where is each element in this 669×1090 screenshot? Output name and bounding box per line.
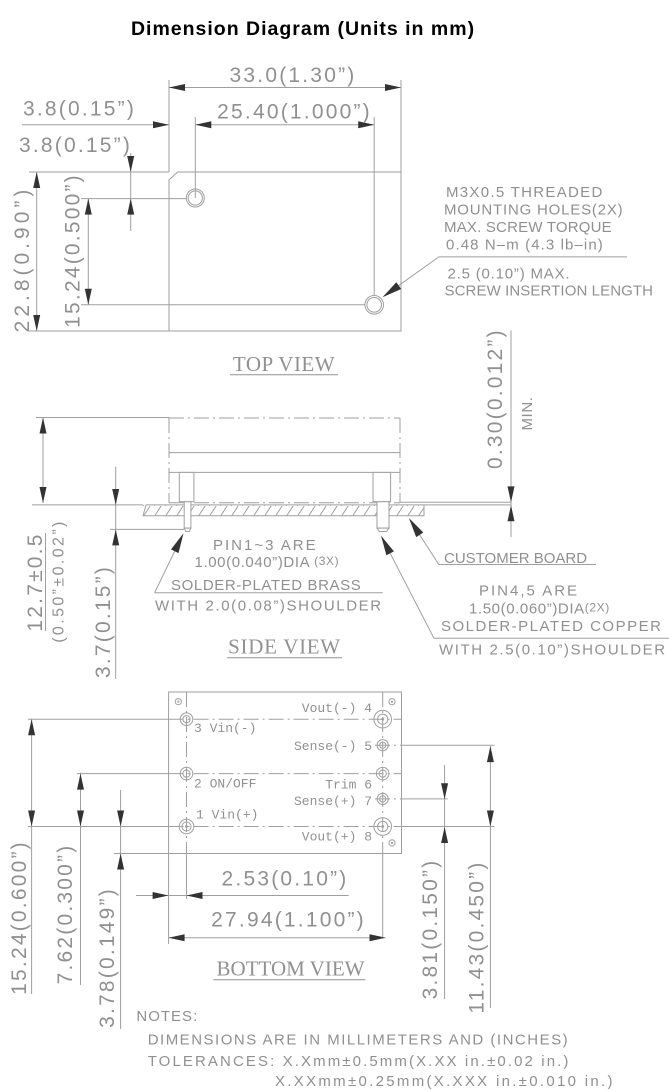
svg-text:(0.50”±0.02”): (0.50”±0.02”) <box>51 519 68 643</box>
svg-text:1.50(0.060”)DIA(2X): 1.50(0.060”)DIA(2X) <box>469 601 610 618</box>
svg-text:PIN4,5 ARE: PIN4,5 ARE <box>479 583 579 600</box>
svg-text:22.8(0.90”): 22.8(0.90”) <box>11 186 34 333</box>
svg-text:11.43(0.450”): 11.43(0.450”) <box>466 860 489 1013</box>
svg-text:MOUNTING HOLES(2X): MOUNTING HOLES(2X) <box>444 202 623 219</box>
svg-text:3.81(0.150”): 3.81(0.150”) <box>419 859 442 1000</box>
svg-text:2.53(0.10”): 2.53(0.10”) <box>222 868 349 891</box>
svg-text:0.30(0.012”): 0.30(0.012”) <box>484 328 507 469</box>
svg-text:SOLDER-PLATED BRASS: SOLDER-PLATED BRASS <box>171 577 361 594</box>
svg-text:25.40(1.000”): 25.40(1.000”) <box>217 101 372 124</box>
svg-text:Trim 6: Trim 6 <box>325 778 372 793</box>
svg-text:Vout(-) 4: Vout(-) 4 <box>302 701 372 716</box>
svg-text:SIDE VIEW: SIDE VIEW <box>228 635 341 659</box>
svg-text:27.94(1.100”): 27.94(1.100”) <box>211 909 366 932</box>
svg-text:Sense(-) 5: Sense(-) 5 <box>294 739 372 754</box>
svg-text:PIN1~3 ARE: PIN1~3 ARE <box>213 537 318 554</box>
svg-text:M3X0.5 THREADED: M3X0.5 THREADED <box>446 184 604 201</box>
svg-text:CUSTOMER BOARD: CUSTOMER BOARD <box>444 550 587 567</box>
svg-text:12.7±0.5: 12.7±0.5 <box>24 532 47 631</box>
svg-text:TOLERANCES: X.Xmm±0.5mm(X.XX: TOLERANCES: X.Xmm±0.5mm(X.XX in.±0.02 in… <box>148 1053 571 1070</box>
svg-text:3.78(0.149”): 3.78(0.149”) <box>96 887 119 1028</box>
svg-text:Vout(+) 8: Vout(+) 8 <box>302 830 372 845</box>
svg-text:Sense(+) 7: Sense(+) 7 <box>294 794 372 809</box>
svg-text:X.XXmm±0.25mm(X.XXX in.±0.010: X.XXmm±0.25mm(X.XXX in.±0.010 in.) <box>275 1073 615 1090</box>
svg-text:NOTES:: NOTES: <box>136 1008 198 1025</box>
svg-text:15.24(0.600”): 15.24(0.600”) <box>8 840 31 995</box>
svg-text:Dimension Diagram (Units in mm: Dimension Diagram (Units in mm) <box>131 18 475 40</box>
svg-text:2 ON/OFF: 2 ON/OFF <box>194 777 256 792</box>
svg-text:3.8(0.15”): 3.8(0.15”) <box>19 134 132 157</box>
svg-text:WITH 2.5(0.10”)SHOULDER: WITH 2.5(0.10”)SHOULDER <box>439 642 667 659</box>
svg-text:33.0(1.30”): 33.0(1.30”) <box>230 64 357 87</box>
svg-text:DIMENSIONS ARE IN MILLIMETERS: DIMENSIONS ARE IN MILLIMETERS AND (INCHE… <box>148 1032 569 1049</box>
svg-text:1.00(0.040”)DIA (3X): 1.00(0.040”)DIA (3X) <box>195 554 340 571</box>
svg-text:3.7(0.15”): 3.7(0.15”) <box>92 565 115 678</box>
svg-text:SOLDER-PLATED COPPER: SOLDER-PLATED COPPER <box>441 618 662 635</box>
svg-text:WITH 2.0(0.08”)SHOULDER: WITH 2.0(0.08”)SHOULDER <box>155 598 383 615</box>
svg-text:2.5 (0.10”) MAX.: 2.5 (0.10”) MAX. <box>448 266 571 283</box>
svg-text:MIN.: MIN. <box>519 396 536 430</box>
svg-text:3.8(0.15”): 3.8(0.15”) <box>23 98 136 121</box>
svg-text:15.24(0.500”): 15.24(0.500”) <box>62 173 85 328</box>
svg-text:0.48 N–m (4.3 lb–in): 0.48 N–m (4.3 lb–in) <box>446 237 604 254</box>
svg-text:7.62(0.300”): 7.62(0.300”) <box>54 844 77 985</box>
svg-text:3 Vin(-): 3 Vin(-) <box>194 721 256 736</box>
svg-text:MAX. SCREW TORQUE: MAX. SCREW TORQUE <box>444 219 612 236</box>
svg-text:1 Vin(+): 1 Vin(+) <box>196 808 258 823</box>
svg-text:BOTTOM VIEW: BOTTOM VIEW <box>217 957 365 981</box>
svg-text:TOP VIEW: TOP VIEW <box>233 352 335 376</box>
svg-text:SCREW INSERTION LENGTH: SCREW INSERTION LENGTH <box>445 283 654 300</box>
